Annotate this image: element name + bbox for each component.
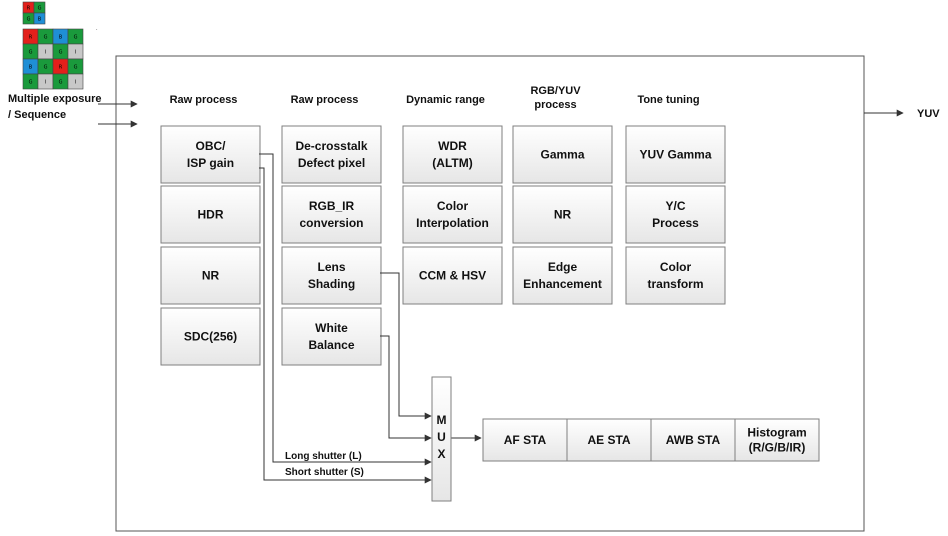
block-label: Enhancement [523, 277, 602, 291]
cfa-cell-label: G [44, 65, 48, 71]
long-shutter-label: Long shutter (L) [285, 451, 362, 462]
cfa-cell-label: B [38, 17, 42, 23]
block-label: Lens [317, 260, 345, 274]
block-label: Shading [308, 277, 355, 291]
block-label: Gamma [540, 148, 584, 162]
stat-label: (R/G/B/IR) [749, 441, 806, 455]
cfa-cell-label: G [29, 80, 33, 86]
cfa-cell-label: G [74, 35, 78, 41]
block-label: RGB_IR [309, 199, 355, 213]
cfa-cell-label: I [75, 50, 76, 56]
mux-letter: M [437, 413, 447, 427]
input-label-line2: / Sequence [8, 109, 66, 121]
cfa-cell-label: I [45, 50, 46, 56]
cfa-rgbir-4x4-pattern: R G B G G I G I B G R G G I G I [22, 28, 84, 90]
block-nr: NR [512, 185, 613, 244]
block-label: YUV Gamma [639, 148, 711, 162]
column-header-4: RGB/YUV [530, 85, 581, 97]
block-label: Color [437, 199, 469, 213]
cfa-cell-label: I [75, 80, 76, 86]
block-label: Y/C [665, 199, 685, 213]
column-headers: Raw process Raw process Dynamic range RGB/Y… [170, 85, 700, 111]
stat-label: AF STA [504, 433, 547, 447]
block-label: WDR [438, 139, 467, 153]
mux-letter: U [437, 430, 446, 444]
block-label: Process [652, 216, 699, 230]
stat-label: AWB STA [666, 433, 721, 447]
cfa-cell-label: B [29, 65, 33, 71]
cfa-cell-label: I [45, 80, 46, 86]
cfa-cell-label: G [59, 50, 63, 56]
stat-label: Histogram [747, 426, 806, 440]
block-label: De-crosstalk [295, 139, 367, 153]
block-y-c-process: Y/C Process [625, 185, 726, 244]
column-header-2: Raw process [291, 94, 359, 106]
mux-label: MUX [437, 413, 447, 461]
block-label: SDC(256) [184, 330, 237, 344]
statistics-row: AF STA AE STA AWB STA Histogram(R/G/B/IR) [482, 418, 820, 462]
block-label: HDR [198, 208, 224, 222]
svg-text:.: . [96, 26, 98, 32]
block-label: transform [647, 277, 703, 291]
block-label: White [315, 321, 348, 335]
block-label: OBC/ [196, 139, 227, 153]
block-hdr: HDR [160, 185, 261, 244]
block-ccm-hsv: CCM & HSV [402, 246, 503, 305]
block-wdr-altm: WDR (ALTM) [402, 125, 503, 184]
cfa-cell-label: G [59, 80, 63, 86]
mux-letter: X [437, 447, 445, 461]
stat-awb-sta: AWB STA [650, 418, 736, 462]
cfa-cell [67, 73, 84, 90]
block-label: conversion [299, 216, 363, 230]
cfa-cell-label: R [29, 35, 33, 41]
block-label: (ALTM) [432, 156, 472, 170]
block-label: CCM & HSV [419, 269, 486, 283]
stat-label: AE STA [587, 433, 630, 447]
output-label: YUV [917, 108, 940, 120]
cfa-cell [33, 12, 46, 25]
block-label: Color [660, 260, 692, 274]
cfa-cell-label: G [27, 17, 31, 23]
cfa-cell-label: G [74, 65, 78, 71]
block-nr: NR [160, 246, 261, 305]
block-label: NR [202, 269, 220, 283]
stat-af-sta: AF STA [482, 418, 568, 462]
column-header-5: Tone tuning [637, 94, 699, 106]
cfa-cell-label: G [38, 6, 42, 12]
column-header-4: process [534, 99, 576, 111]
block-rgb-ir-conversion: RGB_IR conversion [281, 185, 382, 244]
block-label: Interpolation [416, 216, 489, 230]
stat-ae-sta: AE STA [566, 418, 652, 462]
column-header-3: Dynamic range [406, 94, 485, 106]
column-header-1: Raw process [170, 94, 238, 106]
cfa-cell-label: R [27, 6, 31, 12]
cfa-cell-label: R [59, 65, 63, 71]
cfa-cell-label: G [44, 35, 48, 41]
block-label: ISP gain [187, 156, 234, 170]
block-label: NR [554, 208, 572, 222]
input-label-line1: Multiple exposure [8, 93, 102, 105]
cfa-cell-label: G [29, 50, 33, 56]
block-yuv-gamma: YUV Gamma [625, 125, 726, 184]
short-shutter-label: Short shutter (S) [285, 467, 364, 478]
mux-wires [259, 153, 482, 484]
block-label: Edge [548, 260, 578, 274]
block-gamma: Gamma [512, 125, 613, 184]
block-obc-isp-gain: OBC/ISP gain [160, 125, 261, 184]
block-label: Defect pixel [298, 156, 365, 170]
block-label: Balance [308, 338, 354, 352]
mux-block [431, 376, 452, 502]
block-sdc-256: SDC(256) [160, 307, 261, 366]
stat-histogram-r-g-b-ir: Histogram(R/G/B/IR) [734, 418, 820, 462]
cfa-cell-label: B [59, 35, 63, 41]
block-color-transform: Color transform [625, 246, 726, 305]
